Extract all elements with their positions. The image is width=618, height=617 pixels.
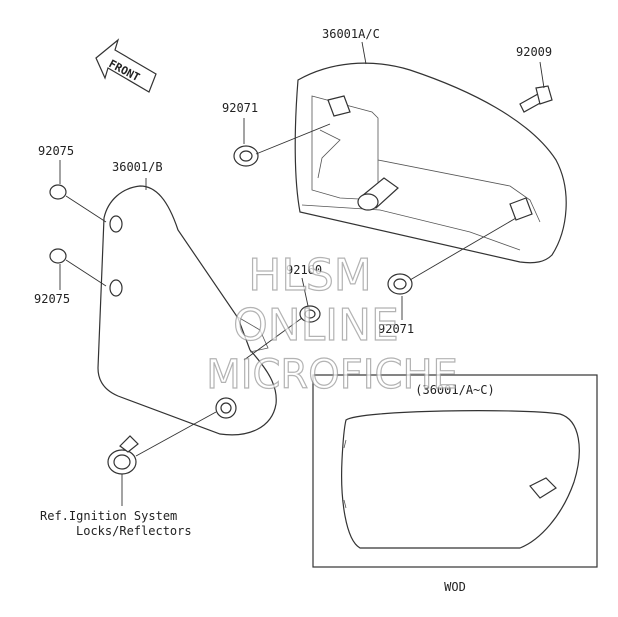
grommet-92075-bottom [49,248,107,290]
label-92075-top: 92075 [38,144,74,158]
label-ref-line2: Locks/Reflectors [76,524,192,538]
grommet-92160 [243,277,321,361]
watermark-line3: MICROFICHE [206,352,458,398]
watermark-line2: ONLINE [233,300,399,351]
bolt-92009 [519,61,553,113]
label-92160: 92160 [286,263,322,277]
ignition-lock [107,411,217,506]
label-36001ac: 36001A/C [322,27,380,41]
label-92009: 92009 [516,45,552,59]
front-arrow-icon: FRONT [95,38,157,93]
side-cover-left [97,178,277,436]
inset-caption: WOD [444,580,466,594]
grommet-92071-top [233,118,331,167]
grommet-92075-top [49,160,107,223]
inset-title: (36001/A~C) [415,383,494,397]
side-cover-right [294,62,567,264]
watermark-line1: HLSM [248,250,372,301]
label-92075-bottom: 92075 [34,292,70,306]
inset-box: (36001/A~C) [312,374,598,568]
cover-mount-boss [357,177,399,211]
label-ref-line1: Ref.Ignition System [40,509,177,523]
watermark: HLSM ONLINE MICROFICHE [206,249,459,398]
label-36001b: 36001/B [112,160,163,174]
label-92071-top: 92071 [222,101,258,115]
label-92071-bottom: 92071 [378,322,414,336]
grommet-92071-bottom [387,217,517,320]
